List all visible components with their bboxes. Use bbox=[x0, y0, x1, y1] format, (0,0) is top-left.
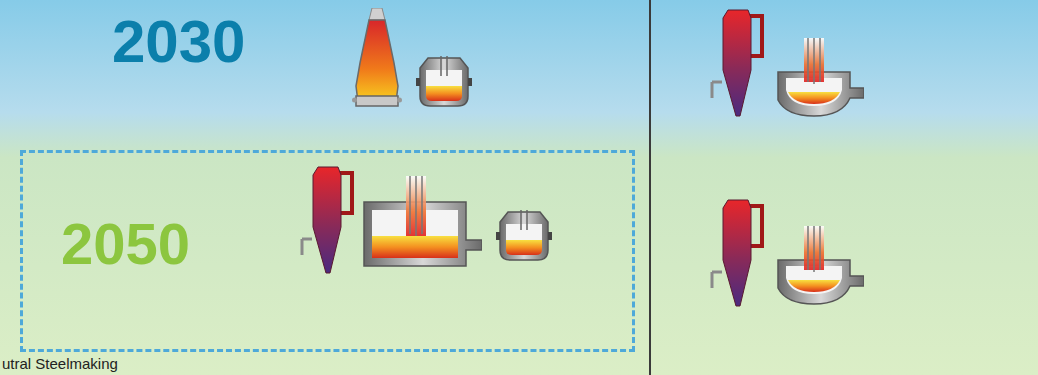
divider-line bbox=[649, 0, 651, 375]
electric-arc-furnace-icon bbox=[778, 226, 864, 304]
year-label: 2030 bbox=[112, 12, 245, 72]
blast-furnace-icon bbox=[352, 8, 402, 106]
smelting-furnace-icon bbox=[364, 176, 482, 266]
converter-icon bbox=[496, 210, 552, 260]
shaft-furnace-icon bbox=[302, 167, 352, 273]
dashed-region-box: 2050 bbox=[20, 150, 635, 352]
year-label: 2050 bbox=[61, 215, 190, 273]
shaft-furnace-icon bbox=[712, 200, 762, 306]
shaft-furnace-icon bbox=[712, 10, 762, 116]
electric-arc-furnace-icon bbox=[778, 38, 864, 116]
converter-icon bbox=[416, 56, 472, 106]
footer-note: utral Steelmaking bbox=[2, 356, 118, 371]
